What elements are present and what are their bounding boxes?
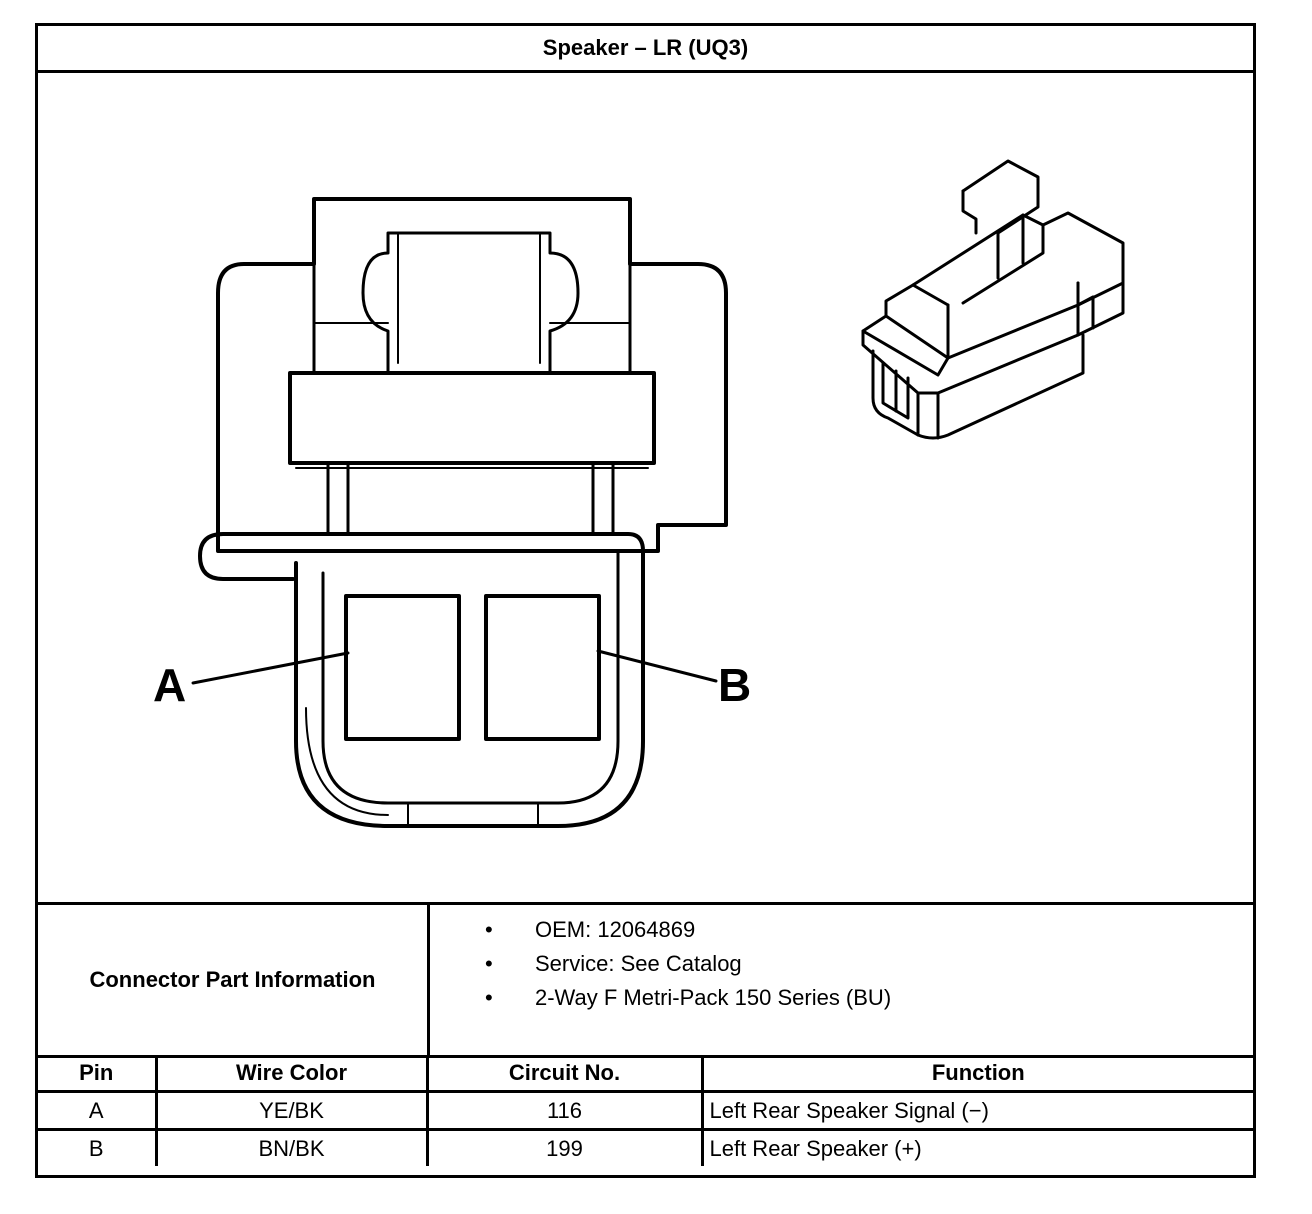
- cell-pin: A: [38, 1090, 158, 1131]
- connector-outer-body: [216, 197, 728, 553]
- pin-table-header: Pin Wire Color Circuit No. Function: [38, 1055, 1253, 1093]
- bullet-icon: •: [485, 917, 493, 942]
- pin-a-leader: [191, 651, 350, 685]
- cell-function: Left Rear Speaker (+): [700, 1128, 1253, 1166]
- cell-circuit: 199: [425, 1128, 704, 1166]
- bullet-icon: •: [485, 951, 493, 976]
- pin-b-leader: [596, 649, 718, 683]
- connector-info-list: • OEM: 12064869 • Service: See Catalog •…: [430, 905, 1253, 1055]
- connector-face-view: A B: [153, 159, 1125, 828]
- info-item-service: • Service: See Catalog: [485, 951, 742, 976]
- info-item-oem: • OEM: 12064869: [485, 917, 696, 942]
- pin-table: Pin Wire Color Circuit No. Function A YE…: [38, 1055, 1253, 1166]
- connector-info-row: Connector Part Information • OEM: 120648…: [38, 902, 1253, 1058]
- cell-wire-color: BN/BK: [154, 1128, 429, 1166]
- pin-a-label: A: [153, 659, 186, 711]
- cell-circuit: 116: [425, 1090, 704, 1131]
- header-wire-color: Wire Color: [154, 1055, 429, 1093]
- bullet-icon: •: [485, 985, 493, 1010]
- lock-tab: [312, 197, 632, 375]
- cell-wire-color: YE/BK: [154, 1090, 429, 1131]
- cell-pin: B: [38, 1128, 158, 1166]
- connector-sheet: Speaker – LR (UQ3): [35, 23, 1256, 1178]
- pin-b-label: B: [718, 659, 751, 711]
- table-row: A YE/BK 116 Left Rear Speaker Signal (−): [38, 1090, 1253, 1131]
- latch-ridge: [198, 532, 645, 581]
- table-row: B BN/BK 199 Left Rear Speaker (+): [38, 1128, 1253, 1166]
- header-function: Function: [700, 1055, 1253, 1093]
- cell-function: Left Rear Speaker Signal (−): [700, 1090, 1253, 1131]
- header-pin: Pin: [38, 1055, 158, 1093]
- terminal-housing: [294, 549, 645, 828]
- connector-info-label: Connector Part Information: [38, 905, 430, 1055]
- connector-diagram: A B: [38, 73, 1253, 902]
- pin-b-cavity: [484, 594, 601, 741]
- connector-band: [288, 371, 656, 465]
- page-title: Speaker – LR (UQ3): [38, 26, 1253, 73]
- connector-isometric-view: [861, 159, 1125, 440]
- header-circuit: Circuit No.: [425, 1055, 704, 1093]
- info-item-series: • 2-Way F Metri-Pack 150 Series (BU): [485, 985, 892, 1010]
- pin-a-cavity: [344, 594, 461, 741]
